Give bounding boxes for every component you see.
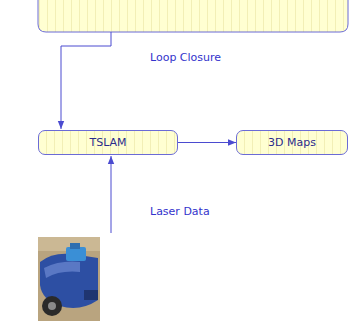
robot-wheel xyxy=(42,296,62,316)
process-box: TSLAM xyxy=(38,130,178,155)
laser-scanner-top xyxy=(70,243,80,249)
robot-photo xyxy=(38,237,100,321)
loop-closure-box xyxy=(38,0,348,32)
edge-caption: Laser Data xyxy=(148,205,212,218)
flow-arrow xyxy=(178,142,236,143)
process-box: 3D Maps xyxy=(236,130,348,155)
laser-scanner xyxy=(66,247,86,261)
edge-caption: Loop Closure xyxy=(148,51,223,64)
box-label: TSLAM xyxy=(89,136,126,149)
robot-highlight xyxy=(44,262,80,278)
loop-closure-arrow xyxy=(61,32,111,129)
box-label: 3D Maps xyxy=(268,136,316,149)
photo-ground xyxy=(38,237,100,321)
robot-bumper xyxy=(84,290,98,300)
laser-data-arrow xyxy=(111,156,112,233)
robot-hub xyxy=(48,302,56,310)
